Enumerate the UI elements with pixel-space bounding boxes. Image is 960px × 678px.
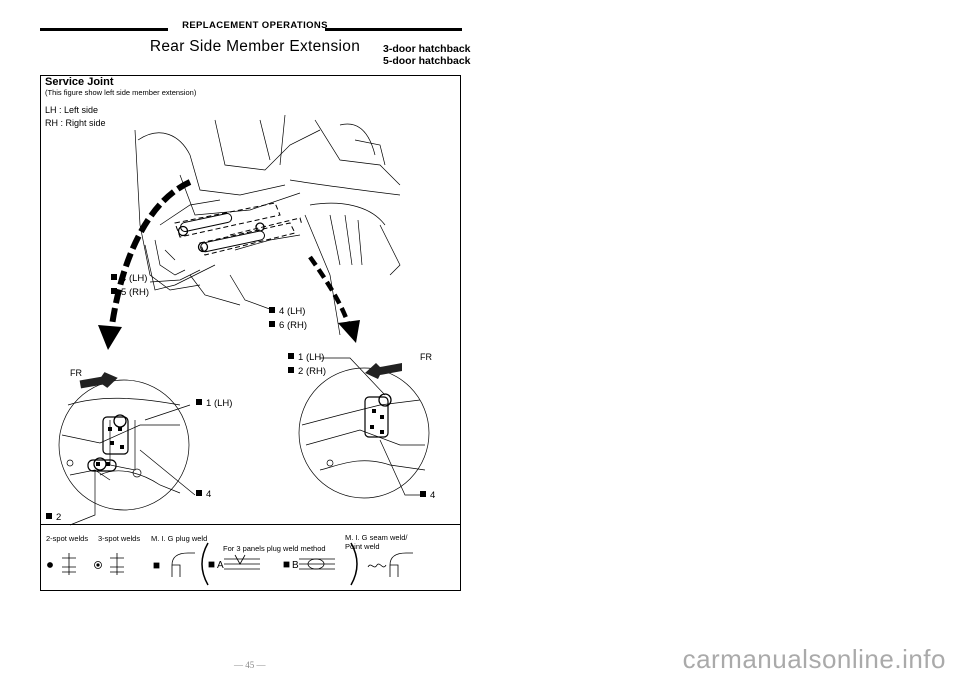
- fr-label-left: FR: [70, 368, 82, 378]
- label-2-spot: 2-spot welds: [46, 534, 89, 543]
- label-3-spot: 3-spot welds: [98, 534, 141, 543]
- callout-6-rh: 6 (RH): [269, 320, 307, 331]
- weld-symbols: [47, 542, 413, 586]
- label-mig-seam: M. I. G seam weld/: [345, 533, 408, 542]
- callout-2-bottom: 2: [46, 512, 61, 523]
- callout-1-lh-right: 1 (LH): [288, 352, 324, 363]
- figure-heading: Service Joint: [45, 76, 114, 88]
- watermark: carmanualsonline.info: [682, 644, 946, 674]
- callout-4-lh-top: 4 (LH): [111, 273, 147, 284]
- fr-label-right: FR: [420, 352, 432, 362]
- variant-3-door: 3-door hatchback: [383, 43, 471, 55]
- page-title: Rear Side Member Extension: [149, 38, 361, 55]
- label-point-weld: Point weld: [345, 542, 380, 551]
- label-a: A: [217, 560, 224, 571]
- callout-4-right: 4: [420, 490, 435, 501]
- variant-5-door: 5-door hatchback: [383, 55, 471, 67]
- service-joint-illustration: [58, 114, 430, 526]
- callout-4-left: 4: [196, 489, 211, 500]
- callout-2-rh: 2 (RH): [288, 366, 326, 377]
- callout-5-rh: 5 (RH): [111, 287, 149, 298]
- callout-4-lh-mid: 4 (LH): [269, 306, 305, 317]
- page-number: — 45 —: [234, 660, 266, 670]
- legend-rh: RH : Right side: [45, 118, 106, 128]
- figure-frame: [40, 75, 461, 591]
- label-three-panel: For 3 panels plug weld method: [223, 544, 326, 553]
- legend-divider: [40, 524, 461, 525]
- header-rule-right: [325, 28, 462, 31]
- label-mig-plug: M. I. G plug weld: [151, 534, 208, 543]
- callout-1-lh-left: 1 (LH): [196, 398, 232, 409]
- section-header: REPLACEMENT OPERATIONS: [182, 20, 328, 31]
- legend-lh: LH : Left side: [45, 105, 99, 115]
- label-b: B: [292, 560, 299, 571]
- figure-note: (This figure show left side member exten…: [45, 88, 197, 97]
- header-rule-left: [40, 28, 168, 31]
